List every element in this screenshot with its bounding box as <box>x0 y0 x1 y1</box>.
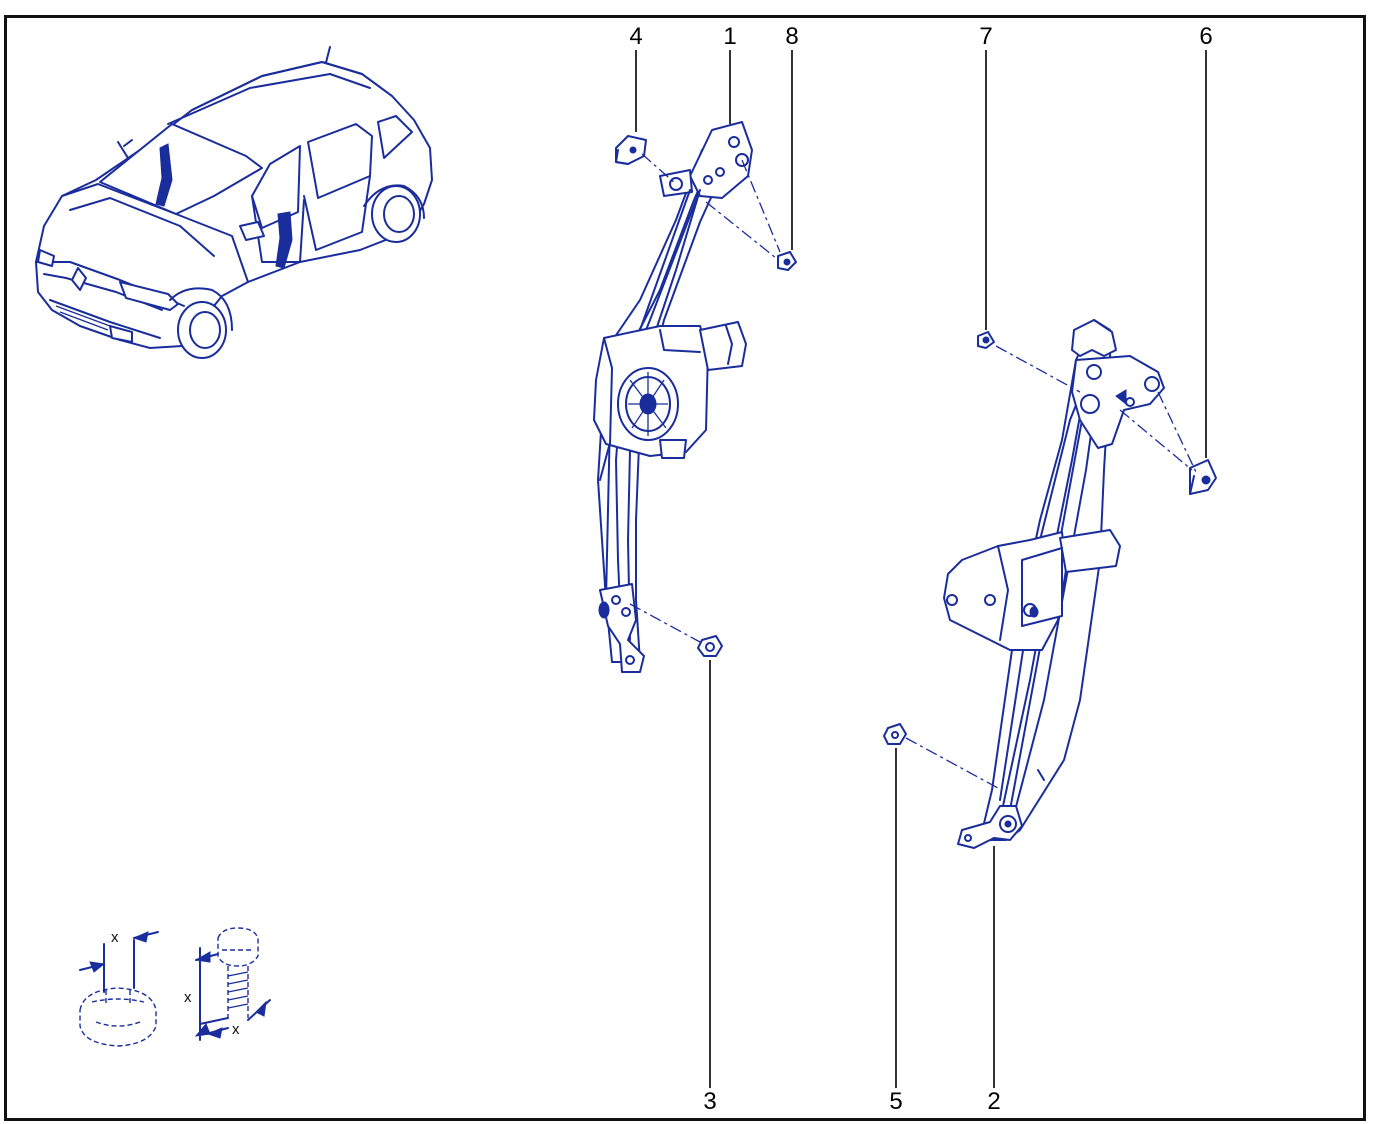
nut-symbol <box>79 931 159 1047</box>
nut-part-3 <box>697 635 723 657</box>
callout-1: 1 <box>723 23 737 50</box>
car-illustration <box>35 46 433 359</box>
bolt-symbol <box>194 927 271 1041</box>
callout-8: 8 <box>785 23 799 50</box>
rear-window-regulator <box>943 319 1165 849</box>
callout-7: 7 <box>979 23 993 50</box>
clip-part-6 <box>1189 459 1217 495</box>
callout-5: 5 <box>889 1088 903 1115</box>
screw-part-8 <box>777 251 797 271</box>
callout-leaders <box>635 50 1207 1088</box>
callout-4: 4 <box>629 23 643 50</box>
screw-part-7 <box>977 331 995 349</box>
legend-bolt-length-label: x <box>184 989 192 1006</box>
front-window-regulator <box>593 121 753 673</box>
nut-part-5 <box>883 723 907 745</box>
legend-nut-dimension-label: x <box>111 929 119 946</box>
callout-6: 6 <box>1199 23 1213 50</box>
callout-3: 3 <box>703 1088 717 1115</box>
callout-2: 2 <box>987 1088 1001 1115</box>
torque-legend <box>79 927 271 1047</box>
clip-part-4 <box>615 135 647 165</box>
legend-bolt-diameter-label: x <box>232 1021 240 1038</box>
